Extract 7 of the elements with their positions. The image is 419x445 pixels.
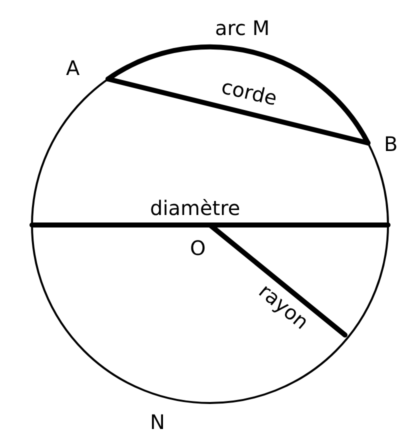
diameter-label: diamètre <box>150 198 240 218</box>
point-label: B <box>384 134 398 154</box>
chord-label: corde <box>220 76 279 108</box>
point-label: N <box>150 412 165 432</box>
point-label: A <box>66 58 80 78</box>
center-label: O <box>190 238 206 258</box>
arc-label: arc M <box>215 18 270 38</box>
